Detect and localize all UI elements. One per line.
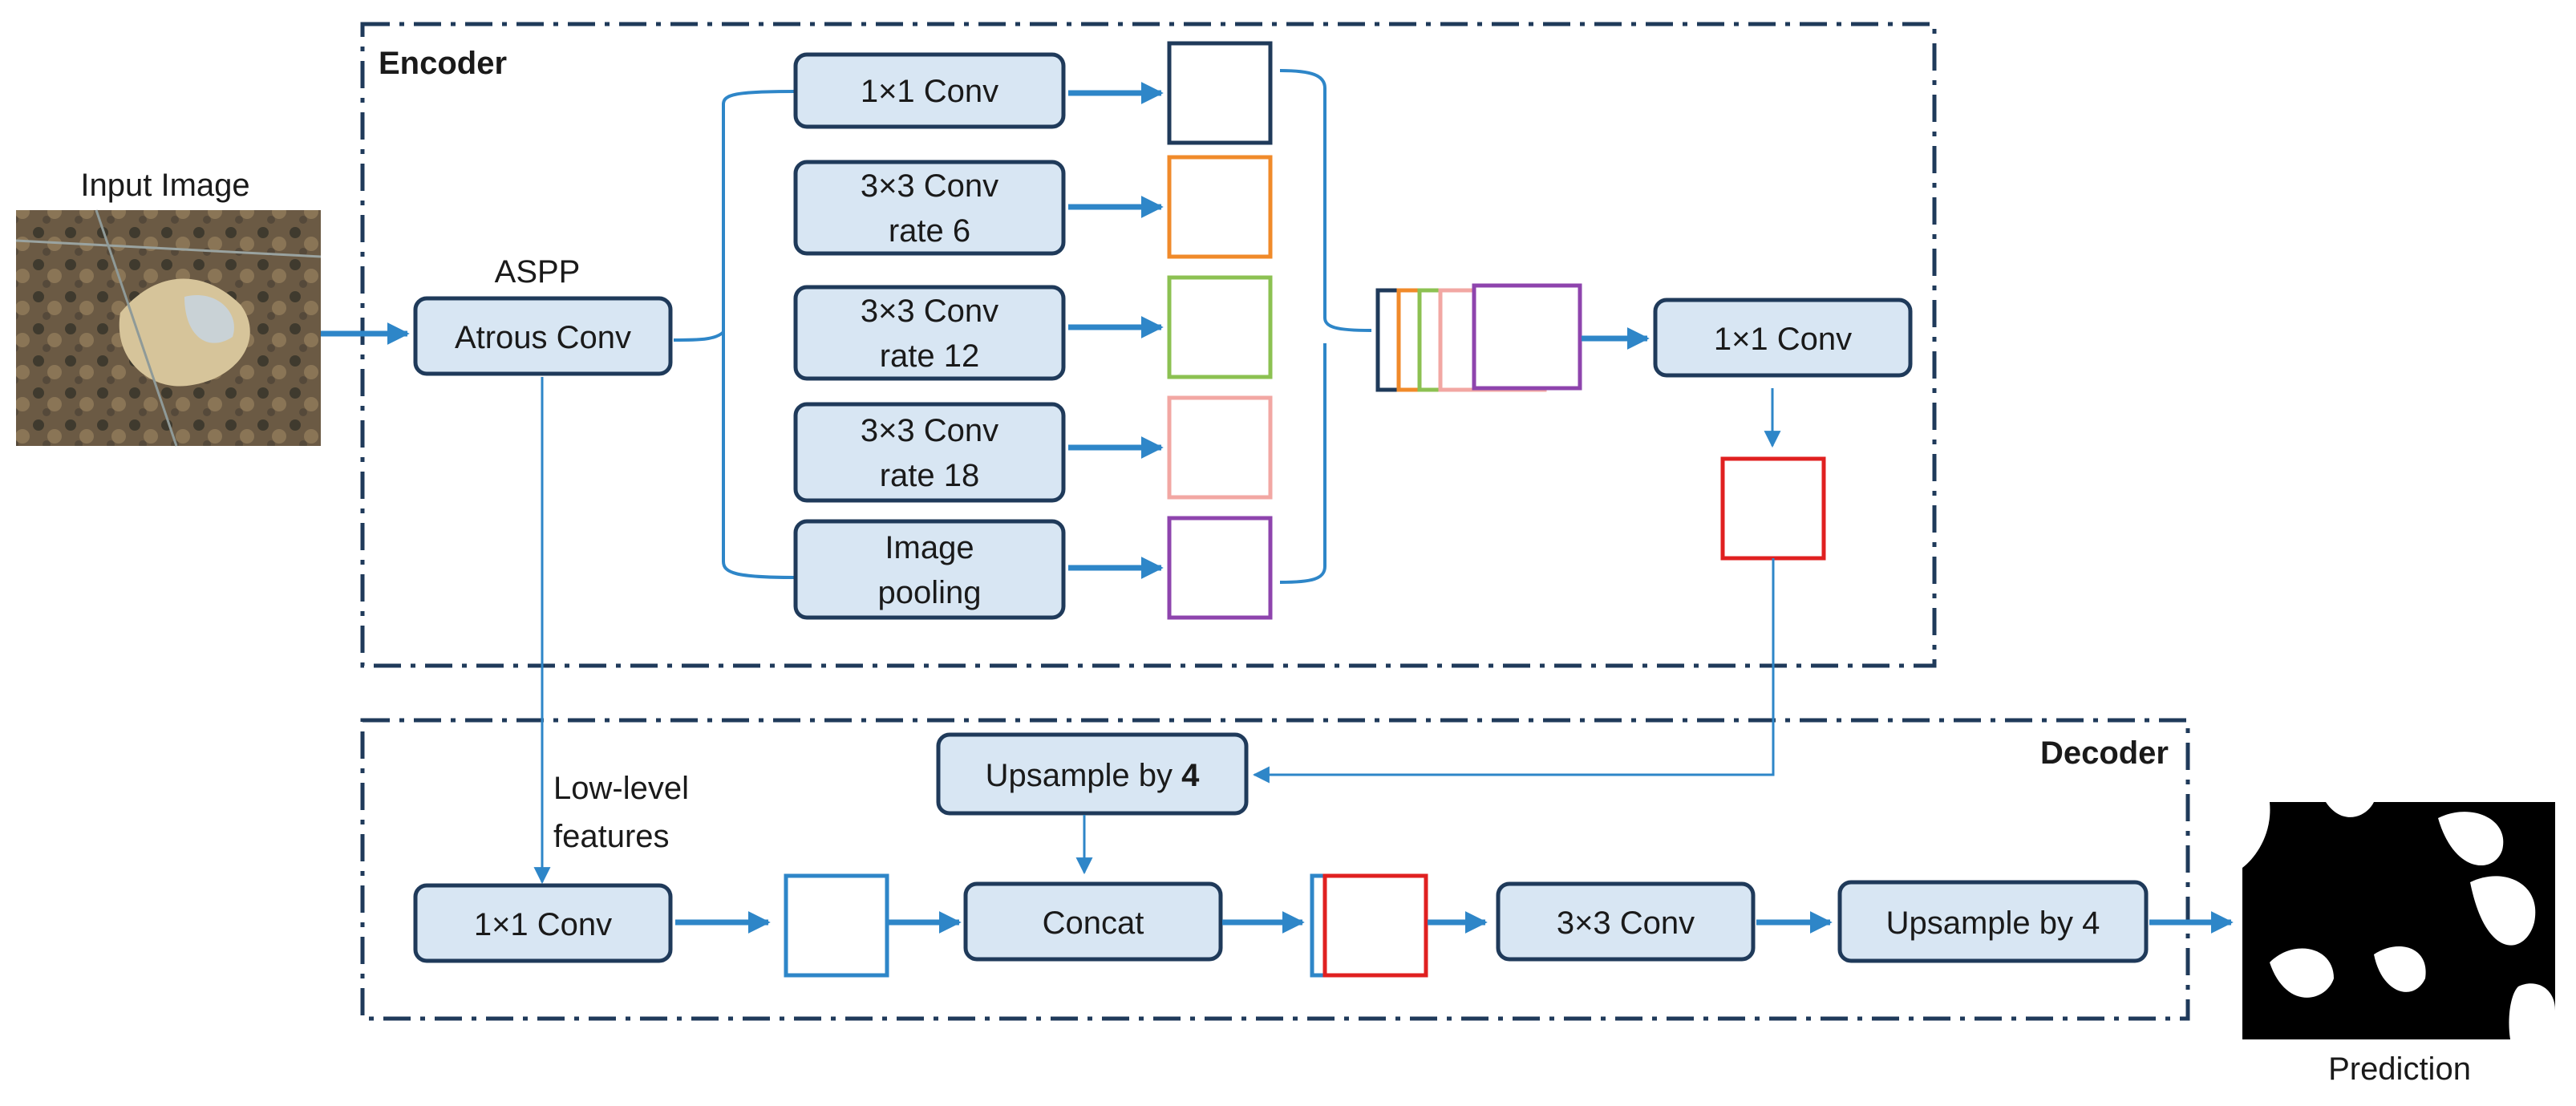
branch-1-feature-map xyxy=(1167,41,1273,145)
encoder-output-map xyxy=(1720,456,1826,561)
aspp-left-brace xyxy=(673,90,795,579)
atrous-conv-label: Atrous Conv xyxy=(455,320,631,355)
branch-3-label-line-2: rate 12 xyxy=(880,338,980,374)
low-level-label-line1: Low-level xyxy=(553,771,689,806)
conv3x3-node xyxy=(1496,881,1756,962)
atrous-conv-node xyxy=(413,296,673,376)
branch-3-label-line-1: 3×3 Conv xyxy=(861,294,998,329)
aspp-right-brace xyxy=(1279,69,1372,584)
upsample-final-node xyxy=(1837,880,2149,963)
branch-4-label-line-2: rate 18 xyxy=(880,458,980,493)
upsample-top-label: Upsample by 4 xyxy=(986,758,1201,793)
concat-node xyxy=(963,881,1223,962)
upsample-top-factor: 4 xyxy=(1181,758,1200,793)
upsample-final-label: Upsample by 4 xyxy=(1886,905,2100,941)
concat-feature-maps xyxy=(1310,873,1428,978)
branch-node-5 xyxy=(793,519,1066,620)
encoder-group xyxy=(360,22,1937,668)
low-level-feature-map xyxy=(784,873,889,978)
prediction-label: Prediction xyxy=(2328,1051,2471,1087)
branch-node-4 xyxy=(793,402,1066,503)
branch-3-feature-map xyxy=(1167,275,1273,379)
branch-2-label-line-1: 3×3 Conv xyxy=(861,168,998,204)
branch-5-label-line-1: Image xyxy=(885,530,974,565)
low-level-label-line2: features xyxy=(553,819,670,854)
concat-label: Concat xyxy=(1043,905,1144,941)
branch-node-3 xyxy=(793,285,1066,381)
branch-node-2 xyxy=(793,160,1066,256)
branch-4-feature-map xyxy=(1167,395,1273,500)
aspp-label: ASPP xyxy=(495,254,581,290)
input-image-thumbnail xyxy=(15,209,322,447)
decoder-1x1-conv-label: 1×1 Conv xyxy=(474,907,612,942)
branch-node-1 xyxy=(793,52,1066,129)
stacked-feature-maps xyxy=(1375,283,1582,392)
branch-5-label-line-2: pooling xyxy=(877,575,981,610)
edge-encoder-output-to-upsample xyxy=(1252,558,1775,784)
concat-map-red xyxy=(1322,873,1428,978)
branch-1-label-line-1: 1×1 Conv xyxy=(861,74,998,109)
stacked-map-5 xyxy=(1472,283,1582,391)
aspp-branches: 1×1 Conv 3×3 Conv rate 6 3×3 Conv rate 12 3×3… xyxy=(793,41,1273,620)
encoder-1x1-conv-label: 1×1 Conv xyxy=(1714,322,1852,357)
conv3x3-label: 3×3 Conv xyxy=(1557,905,1695,941)
branch-2-feature-map xyxy=(1167,155,1273,259)
decoder-label: Decoder xyxy=(2040,735,2169,771)
decoder-1x1-conv-node xyxy=(413,883,673,963)
input-image-label: Input Image xyxy=(80,168,249,203)
branch-2-label-line-2: rate 6 xyxy=(889,213,970,249)
branch-4-label-line-1: 3×3 Conv xyxy=(861,413,998,448)
upsample-top-prefix: Upsample by xyxy=(986,758,1182,793)
decoder-group xyxy=(360,718,2190,1021)
prediction-mask xyxy=(2242,802,2555,1039)
encoder-1x1-conv-node xyxy=(1653,298,1913,378)
upsample-top-node xyxy=(936,732,1249,816)
branch-5-feature-map xyxy=(1167,516,1273,620)
encoder-label: Encoder xyxy=(379,46,507,81)
